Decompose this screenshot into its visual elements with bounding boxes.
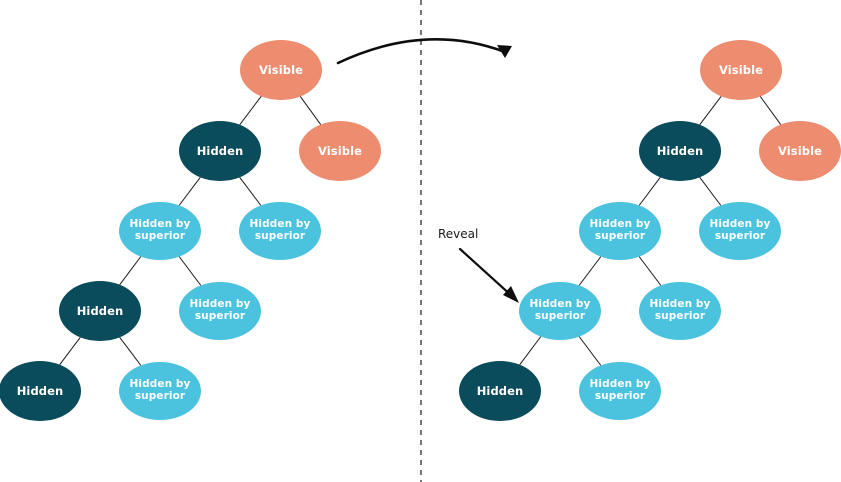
tree-edge bbox=[178, 256, 202, 286]
tree-node-hidden[interactable]: Hidden bbox=[0, 361, 81, 421]
tree-node-label: Hidden bbox=[76, 303, 124, 318]
reveal-arrow bbox=[458, 247, 519, 303]
tree-edge bbox=[299, 96, 322, 125]
tree-node-visible[interactable]: Visible bbox=[759, 121, 841, 181]
tree-node-label: Hidden bbox=[196, 143, 244, 158]
tree-node-hidden[interactable]: Hidden bbox=[59, 281, 141, 341]
tree-node-visible[interactable]: Visible bbox=[240, 40, 322, 100]
tree-node-visible[interactable]: Visible bbox=[299, 121, 381, 181]
tree-node-label: Hidden by superior bbox=[649, 298, 711, 322]
tree-node-hidden-by-superior[interactable]: Hidden by superior bbox=[579, 362, 661, 420]
tree-edge bbox=[699, 177, 722, 206]
tree-node-label: Hidden by superior bbox=[129, 218, 191, 242]
tree-node-hidden-by-superior[interactable]: Hidden by superior bbox=[179, 282, 261, 340]
tree-node-label: Hidden by superior bbox=[709, 218, 771, 242]
tree-edge bbox=[239, 95, 262, 126]
tree-edge bbox=[519, 336, 542, 365]
tree-node-label: Visible bbox=[777, 143, 823, 158]
tree-edge bbox=[178, 177, 201, 206]
tree-node-hidden-by-superior[interactable]: Hidden by superior bbox=[579, 202, 661, 260]
tree-node-hidden-by-superior[interactable]: Hidden by superior bbox=[119, 202, 201, 260]
tree-node-label: Hidden by superior bbox=[189, 298, 251, 322]
tree-node-hidden[interactable]: Hidden bbox=[179, 121, 261, 181]
tree-edge bbox=[578, 336, 602, 366]
tree-edge bbox=[239, 177, 262, 206]
tree-edge bbox=[119, 337, 142, 366]
tree-edge bbox=[638, 177, 661, 206]
tree-node-label: Visible bbox=[718, 62, 764, 77]
tree-node-label: Visible bbox=[317, 143, 363, 158]
tree-node-label: Hidden by superior bbox=[129, 378, 191, 402]
tree-edge bbox=[699, 95, 722, 126]
tree-node-hidden[interactable]: Hidden bbox=[639, 121, 721, 181]
tree-edge bbox=[119, 256, 142, 285]
tree-node-hidden[interactable]: Hidden bbox=[459, 361, 541, 421]
tree-node-label: Hidden by superior bbox=[589, 378, 651, 402]
transform-arrow bbox=[336, 38, 512, 65]
tree-node-hidden-by-superior[interactable]: Hidden by superior bbox=[699, 202, 781, 260]
tree-node-label: Hidden by superior bbox=[249, 218, 311, 242]
tree-node-label: Hidden bbox=[476, 383, 524, 398]
tree-node-label: Hidden by superior bbox=[589, 218, 651, 242]
tree-node-hidden-by-superior[interactable]: Hidden by superior bbox=[639, 282, 721, 340]
tree-edge bbox=[759, 96, 782, 125]
tree-edges bbox=[59, 95, 782, 366]
tree-node-label: Hidden by superior bbox=[529, 298, 591, 322]
tree-edge bbox=[59, 337, 81, 365]
tree-node-label: Visible bbox=[258, 62, 304, 77]
tree-node-hidden-by-superior[interactable]: Hidden by superior bbox=[239, 202, 321, 260]
tree-edge bbox=[638, 256, 662, 286]
tree-node-label: Hidden bbox=[16, 383, 64, 398]
tree-node-hidden-by-superior[interactable]: Hidden by superior bbox=[119, 362, 201, 420]
tree-node-visible[interactable]: Visible bbox=[700, 40, 782, 100]
reveal-label: Reveal bbox=[438, 227, 479, 241]
tree-node-hidden-by-superior[interactable]: Hidden by superior bbox=[519, 282, 601, 340]
tree-edge bbox=[578, 256, 602, 286]
tree-node-label: Hidden bbox=[656, 143, 704, 158]
